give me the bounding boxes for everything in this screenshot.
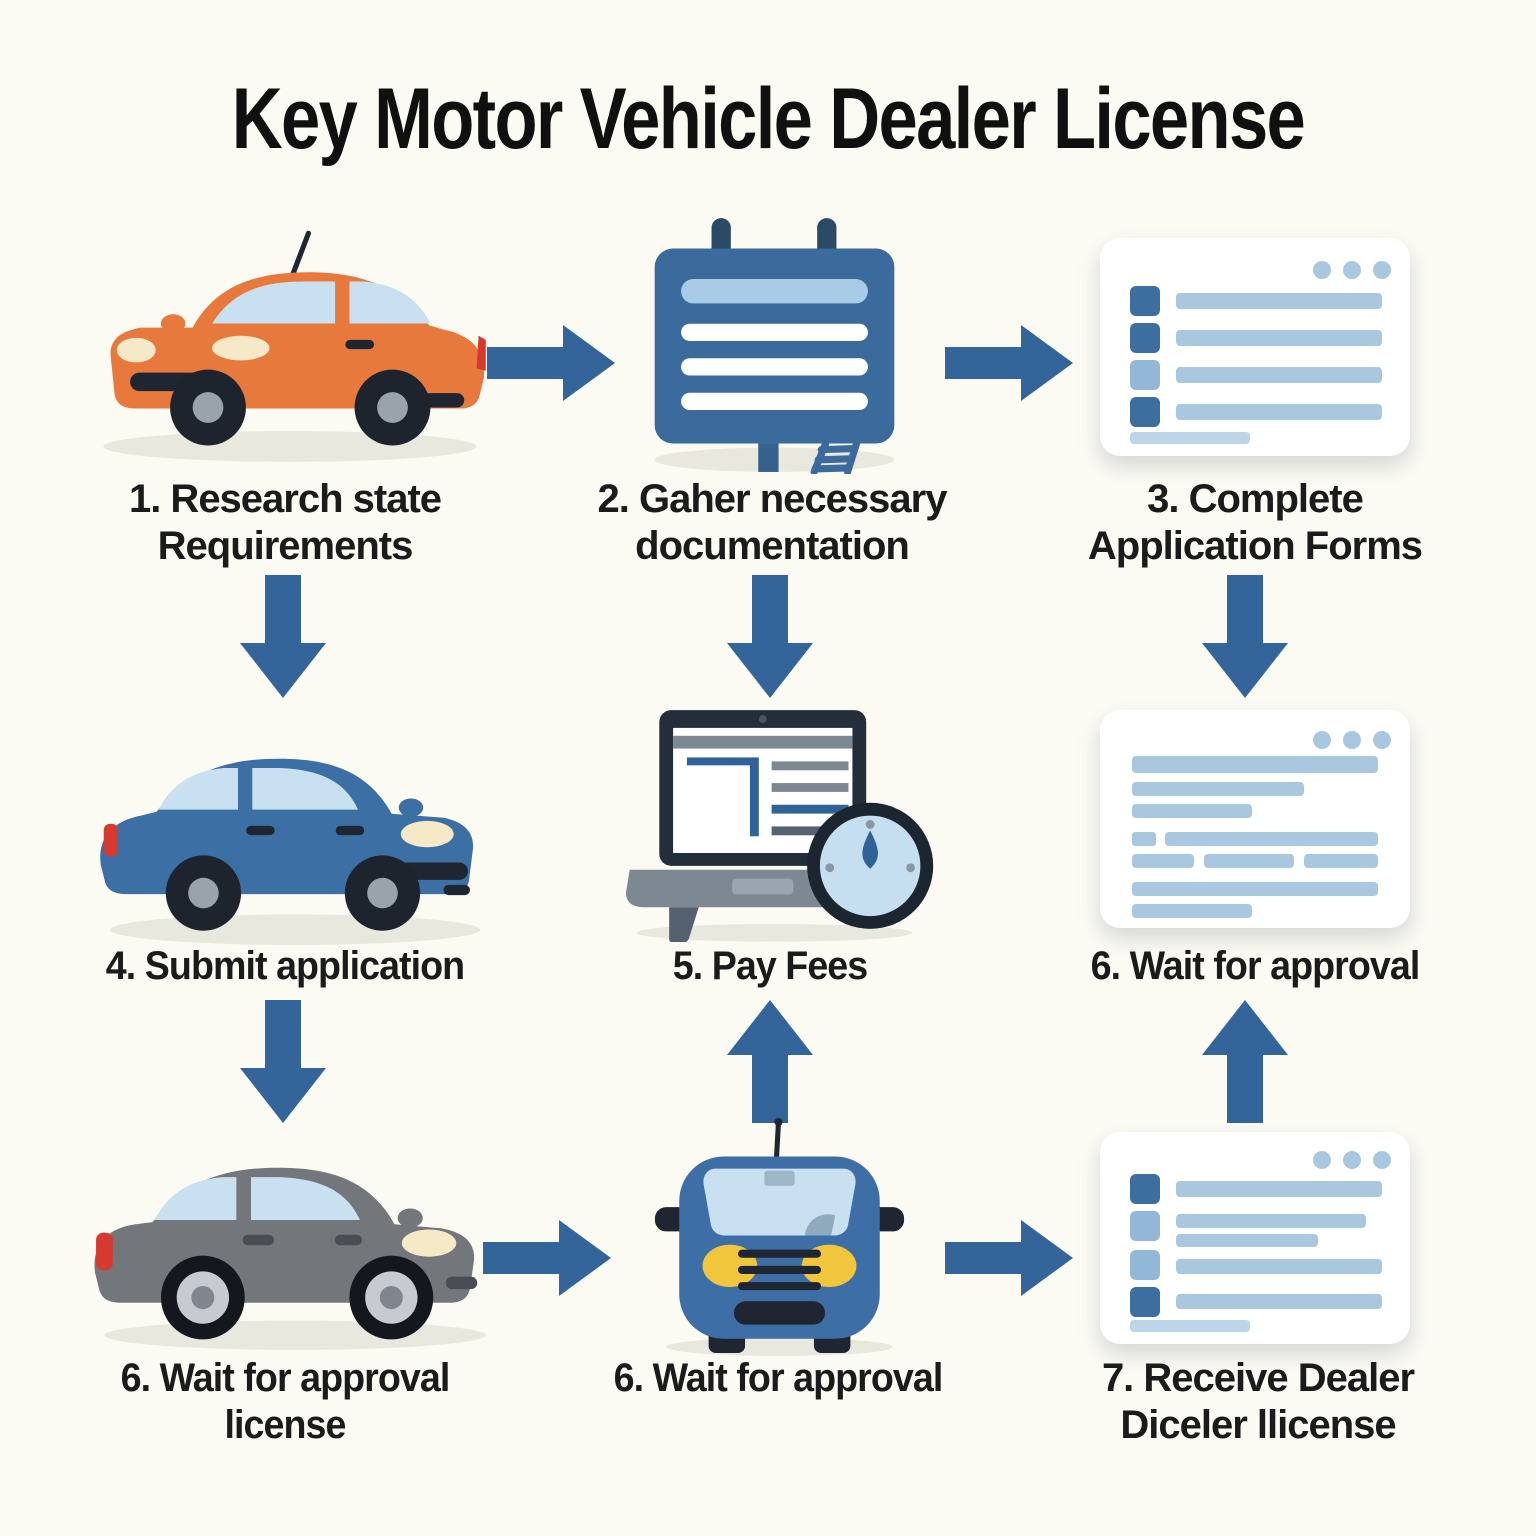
arrow-up-step6-icon (1200, 998, 1290, 1123)
step5-label: 5. Pay Fees (672, 944, 868, 988)
arrow-right-step1-2-icon (487, 323, 617, 403)
blue-car-front-icon (652, 1118, 907, 1356)
notice-board-icon (632, 212, 917, 474)
checklist-card-icon (1092, 1124, 1422, 1354)
blue-car-side-icon (90, 712, 500, 948)
arrow-down-step1-4-icon (238, 575, 328, 700)
step6-label: 6. Wait for approval (1090, 944, 1421, 988)
arrow-right-step7-8-icon (483, 1218, 613, 1298)
step8-label: 6. Wait for approval (613, 1356, 944, 1400)
step3-label: 3. Complete Application Forms (1087, 477, 1423, 569)
arrow-down-step3-6-icon (1200, 575, 1290, 700)
laptop-gauge-icon (612, 700, 947, 942)
arrow-right-step8-9-icon (945, 1218, 1075, 1298)
step2-label: 2. Gaher necessary documentation (597, 477, 948, 569)
step1-label: 1. Research state Requirements (128, 477, 442, 569)
step4-label: 4. Submit application (105, 944, 465, 988)
arrow-right-step2-3-icon (945, 323, 1075, 403)
gray-car-side-icon (85, 1130, 505, 1352)
arrow-up-step5-icon (725, 998, 815, 1123)
arrow-down-step2-5-icon (725, 575, 815, 700)
step9-label: 7. Receive Dealer Diceler llicense (1101, 1356, 1415, 1448)
arrow-down-step4-icon (238, 1000, 328, 1125)
document-card-icon (1092, 702, 1422, 937)
checklist-card-icon (1092, 228, 1422, 468)
page-title: Key Motor Vehicle Dealer License (231, 71, 1306, 167)
step7-label: 6. Wait for approval license (120, 1356, 451, 1448)
orange-car-side-icon (85, 225, 495, 465)
